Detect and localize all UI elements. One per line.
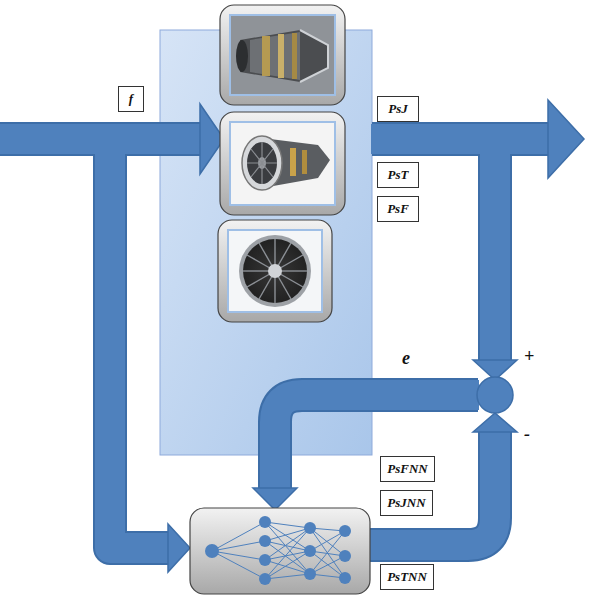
input-label-box: f xyxy=(118,86,144,112)
signal-name: PsT xyxy=(388,167,409,183)
signal-label-box: PsFNN xyxy=(380,456,435,482)
signal-name: PsTNN xyxy=(387,569,427,585)
signal-name: PsJNN xyxy=(387,495,425,511)
sign-plus: + xyxy=(524,346,534,367)
signal-name: f xyxy=(129,91,133,107)
signal-label-box: PsJNN xyxy=(380,490,433,516)
engine-boxes xyxy=(218,5,345,322)
signal-label-box: PsTNN xyxy=(380,564,434,590)
turbofan-picture xyxy=(242,136,330,190)
signal-label-box: PsT xyxy=(377,162,419,188)
signal-label-box: PsJ xyxy=(377,96,419,122)
signal-name: PsJ xyxy=(388,101,408,117)
signal-name: PsF xyxy=(387,201,409,217)
neural-network-box xyxy=(190,508,370,594)
signal-name: PsFNN xyxy=(387,461,427,477)
turbojet-picture xyxy=(236,30,328,82)
error-signal: e xyxy=(402,348,410,369)
signal-label-box: PsF xyxy=(377,196,419,222)
arrow-heads xyxy=(168,100,584,572)
sign-minus: - xyxy=(524,424,530,445)
summing-junction xyxy=(477,377,513,413)
fan-picture xyxy=(239,235,311,307)
